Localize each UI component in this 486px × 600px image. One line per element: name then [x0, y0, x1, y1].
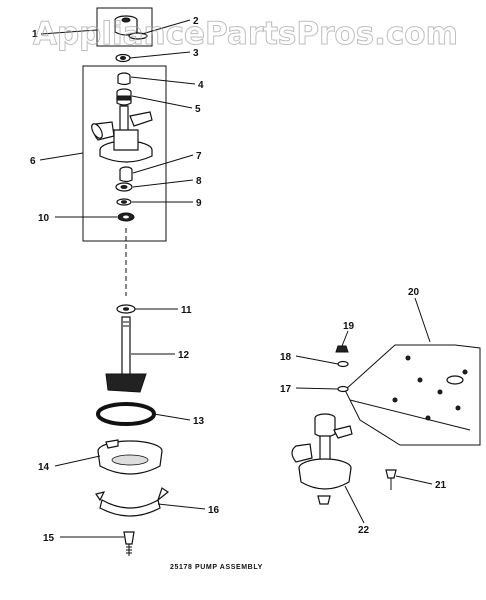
callout-4: 4	[198, 80, 204, 91]
part-6-pump-subassembly-box	[82, 65, 167, 242]
callout-20: 20	[408, 287, 420, 298]
watermark-text: AppliancePartsPros.com	[33, 16, 458, 52]
part-14-pump-cover	[97, 439, 163, 475]
callout-21: 21	[435, 480, 447, 491]
part-8-washer	[115, 182, 133, 192]
callout-12: 12	[178, 350, 190, 361]
callout-22: 22	[358, 525, 370, 536]
callout-7: 7	[196, 151, 202, 162]
callout-8: 8	[196, 176, 202, 187]
part-21-screw	[385, 469, 397, 490]
part-15-screw	[123, 531, 135, 556]
part-13-gasket	[96, 402, 156, 426]
part-9-washer	[116, 198, 132, 206]
pump-body-main	[91, 105, 153, 163]
callout-15: 15	[43, 533, 55, 544]
callout-5: 5	[195, 104, 201, 115]
callout-labels: 1 2 3 4 5 6 7 8 9 10 11 12 13 14 15 16 1…	[30, 16, 447, 544]
part-3-washer	[115, 53, 131, 63]
part-7-sleeve	[119, 166, 133, 183]
callout-18: 18	[280, 352, 292, 363]
part-2-washer	[128, 32, 148, 40]
part-19-nut	[335, 345, 349, 353]
callout-9: 9	[196, 198, 202, 209]
callout-2: 2	[193, 16, 199, 27]
callout-13: 13	[193, 416, 205, 427]
callout-6: 6	[30, 156, 36, 167]
part-10-seal	[117, 212, 135, 222]
callout-3: 3	[193, 48, 199, 59]
part-5-bearing	[116, 88, 132, 106]
callout-14: 14	[38, 462, 50, 473]
leader-lines	[39, 19, 433, 538]
part-18-washer	[337, 360, 349, 368]
part-11-washer	[116, 304, 136, 314]
callout-1: 1	[32, 29, 38, 40]
part-17-washer	[337, 385, 349, 393]
part-16-clamp	[95, 487, 170, 517]
part-12-shaft-impeller	[105, 316, 147, 393]
callout-10: 10	[38, 213, 50, 224]
top-pump-body-box	[96, 7, 153, 47]
part-20-cabinet-plate	[344, 344, 481, 446]
callout-11: 11	[181, 305, 192, 316]
callout-19: 19	[343, 321, 355, 332]
diagram-caption: 25178 PUMP ASSEMBLY	[170, 564, 263, 571]
callout-17: 17	[280, 384, 292, 395]
part-22-pump-assembly-installed	[291, 413, 353, 505]
callout-16: 16	[208, 505, 220, 516]
part-4-bushing	[117, 72, 131, 86]
